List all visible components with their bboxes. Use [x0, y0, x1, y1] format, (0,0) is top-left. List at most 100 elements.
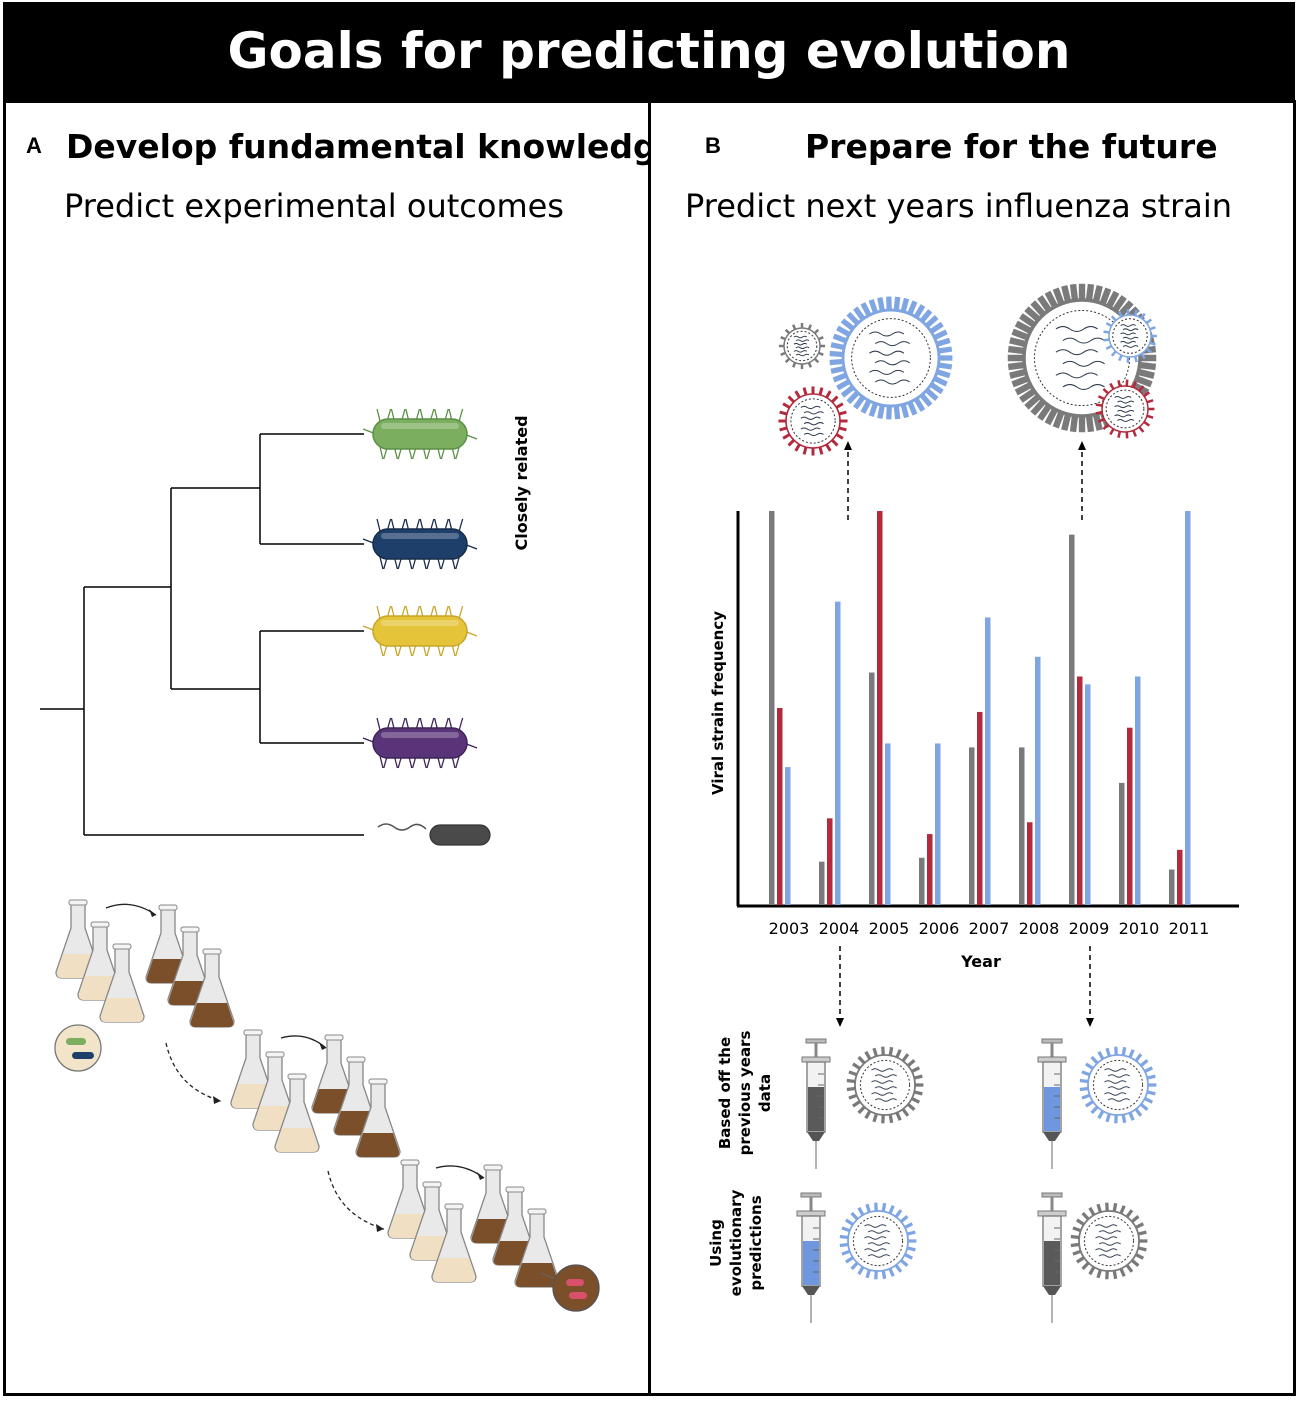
syringe-row2-left [796, 1192, 826, 1323]
bar-2004-1 [819, 861, 825, 905]
bar-2007-1 [969, 747, 975, 905]
phylogenetic-tree [40, 433, 364, 836]
panel-a-letter: A [26, 133, 42, 158]
bar-2011-3 [1185, 511, 1191, 905]
bar-2010-1 [1119, 782, 1125, 905]
small-blue-virus-right [1103, 309, 1157, 363]
panel-b-letter: B [705, 133, 721, 158]
vaccine-row-2-label-line-1: Using [707, 1219, 725, 1267]
arrow-2009-up [1078, 441, 1086, 524]
arrow-2004-down [836, 946, 844, 1027]
panel-a-subheading: Predict experimental outcomes [64, 187, 564, 225]
panel-b: B Prepare for the future Predict next ye… [648, 100, 1296, 1396]
vaccine-virus-row2-left [839, 1202, 917, 1280]
set3-dark-flask-3 [514, 1208, 560, 1288]
figure-header: Goals for predicting evolution [3, 2, 1295, 100]
bar-2011-2 [1177, 849, 1183, 905]
tick-label-2006: 2006 [919, 919, 960, 938]
bar-2008-3 [1035, 656, 1041, 905]
yellow-bacterium [362, 605, 478, 657]
virus-illustrations [778, 283, 1157, 456]
small-gray-virus-left [778, 322, 826, 370]
panel-a: A Develop fundamental knowledge Predict … [3, 100, 679, 1396]
vaccine-virus-row1-right [1079, 1046, 1157, 1124]
set2-dark-flask-3 [355, 1078, 401, 1158]
bar-2005-2 [877, 511, 883, 905]
set1-dark-flask-3 [189, 948, 235, 1028]
purple-bacterium [362, 717, 478, 769]
bar-2003-3 [785, 767, 791, 905]
tick-label-2007: 2007 [969, 919, 1010, 938]
transfer-arrow-3 [435, 1165, 485, 1179]
transfer-arrow-1 [105, 903, 157, 916]
zoom-circle-end [540, 1264, 600, 1312]
red-virus-right [1095, 379, 1155, 439]
red-virus-left [778, 386, 848, 456]
panel-b-heading: Prepare for the future [805, 127, 1218, 166]
bar-2006-1 [919, 857, 925, 905]
bar-2003-2 [777, 708, 783, 905]
figure-title: Goals for predicting evolution [227, 22, 1071, 80]
transfer-arrow-2 [280, 1035, 327, 1049]
vaccine-section [796, 1038, 1157, 1323]
tick-label-2004: 2004 [819, 919, 860, 938]
panel-a-heading: Develop fundamental knowledge [66, 127, 680, 166]
bar-2005-1 [869, 672, 875, 905]
bar-2003-1 [769, 511, 775, 905]
vaccine-virus-row2-right [1070, 1202, 1148, 1280]
navy-bacterium [362, 518, 478, 570]
gray-bacterium [377, 823, 491, 846]
tick-label-2003: 2003 [769, 919, 810, 938]
set1-light-flask-3 [99, 943, 145, 1023]
bar-2008-2 [1027, 822, 1033, 905]
tick-label-2008: 2008 [1019, 919, 1060, 938]
vaccine-row-1-label-line-3: data [756, 1074, 774, 1112]
dilution-arrow-1 [165, 1042, 222, 1102]
bar-2004-3 [835, 601, 841, 905]
arrow-2009-down [1086, 946, 1094, 1027]
zoom-circle-start [54, 1024, 102, 1072]
bar-2009-1 [1069, 534, 1075, 905]
tick-label-2009: 2009 [1069, 919, 1110, 938]
bar-2006-2 [927, 834, 933, 905]
bar-2009-3 [1085, 684, 1091, 905]
bar-2010-3 [1135, 676, 1141, 905]
set3-light-flask-3 [431, 1203, 477, 1283]
syringe-row1-right [1037, 1038, 1067, 1169]
strain-frequency-chart: 2003 2004 2005 2006 2007 2008 2009 2010 2011 Yea… [709, 511, 1239, 971]
closely-related-label: Closely related [512, 415, 531, 550]
flask-series [54, 899, 600, 1312]
panel-b-graphics: 2003 2004 2005 2006 2007 2008 2009 2010 2011 Yea… [707, 283, 1239, 1323]
y-axis-label: Viral strain frequency [709, 611, 727, 795]
vaccine-virus-row1-left [846, 1046, 924, 1124]
tick-label-2005: 2005 [869, 919, 910, 938]
bar-2008-1 [1019, 747, 1025, 905]
syringe-row1-left [801, 1038, 831, 1169]
tick-label-2011: 2011 [1169, 919, 1210, 938]
syringe-row2-right [1037, 1192, 1067, 1323]
panel-b-subheading: Predict next years influenza strain [685, 187, 1232, 225]
bar-2009-2 [1077, 676, 1083, 905]
vaccine-row-1-label-line-1: Based off the [716, 1037, 734, 1149]
dilution-arrow-2 [327, 1170, 385, 1230]
tick-label-2010: 2010 [1119, 919, 1160, 938]
vaccine-row-2-label-line-3: predictions [747, 1195, 765, 1290]
bar-2007-3 [985, 617, 991, 905]
vaccine-row-1-label-line-2: previous years [736, 1031, 754, 1156]
bar-2004-2 [827, 818, 833, 905]
bar-2007-2 [977, 711, 983, 905]
bar-2006-3 [935, 743, 941, 905]
panel-a-graphics: Closely related [40, 408, 600, 1312]
arrow-2004-up [844, 441, 852, 524]
dashed-arrows [836, 441, 1094, 1027]
bar-2010-2 [1127, 727, 1133, 905]
bar-2005-3 [885, 743, 891, 905]
x-axis-label: Year [960, 952, 1001, 971]
set2-light-flask-3 [274, 1073, 320, 1153]
green-bacterium [362, 408, 478, 460]
large-blue-virus-left [829, 296, 953, 420]
bar-2011-1 [1169, 869, 1175, 905]
vaccine-row-2-label-line-2: evolutionary [727, 1189, 745, 1296]
